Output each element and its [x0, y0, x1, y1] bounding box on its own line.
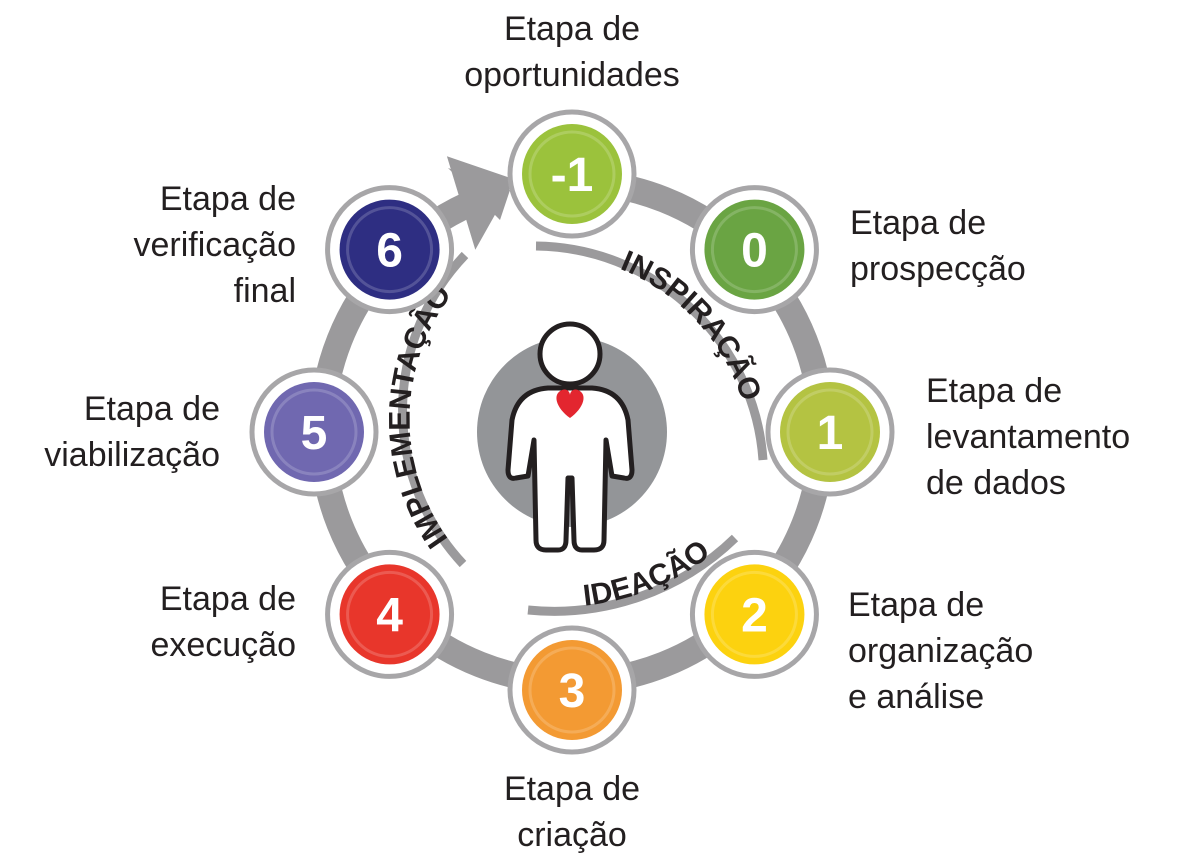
stage-label-1: Etapa de levantamento de dados	[926, 368, 1176, 506]
stage-label-line: verificação	[133, 226, 296, 264]
stage-number: 4	[376, 589, 403, 642]
stage-circles: -1 0 1 2 3 4 5 6	[249, 109, 895, 755]
center-figure	[477, 321, 667, 553]
stage-number: 6	[376, 225, 403, 278]
stage-label-line: Etapa de	[159, 180, 296, 218]
stage-circle-brush	[270, 388, 358, 476]
stage-label-4: Etapa de execução	[40, 576, 296, 668]
stage-label-2: Etapa de organização e análise	[848, 582, 1098, 720]
stage-label-line: Etapa de	[926, 372, 1063, 410]
stage-circle-fill	[339, 564, 440, 665]
stage-circle-brush	[346, 570, 434, 658]
stage-circle-0: 0	[689, 185, 819, 315]
phase-label-implementacao: IMPLEMENTAÇÃO	[384, 279, 458, 554]
stage-label-5: Etapa de viabilização	[10, 386, 220, 478]
stage-circle-6: 6	[325, 185, 455, 315]
stage-circle-fill	[704, 564, 805, 665]
stage-circle-4: 4	[325, 549, 455, 679]
stage-circle-1: 1	[765, 367, 895, 497]
stage-number: 0	[741, 225, 768, 278]
stage-circle-brush	[528, 646, 616, 734]
stage-circle-fill	[522, 124, 622, 224]
person-icon	[505, 321, 635, 553]
heart-icon	[556, 389, 584, 418]
stage-number: -1	[551, 149, 594, 202]
stage-number: 5	[301, 407, 328, 460]
cycle-arrowhead	[446, 156, 515, 250]
stage-label-line: criação	[517, 816, 627, 854]
stage-circle-fill	[704, 199, 805, 300]
stage-circle--1: -1	[507, 109, 637, 239]
stage-circle-fill	[522, 640, 622, 740]
stage-circle-brush	[710, 206, 798, 294]
stage-circle-5: 5	[249, 367, 379, 497]
stage-label--1: Etapa de oportunidades	[440, 6, 704, 98]
stage-label-line: execução	[150, 626, 296, 664]
stage-circle-2: 2	[689, 549, 819, 679]
stage-number: 1	[817, 407, 844, 460]
stage-circle-brush	[710, 570, 798, 658]
stage-circle-3: 3	[507, 625, 637, 755]
stage-label-line: Etapa de	[83, 390, 220, 428]
stage-label-line: Etapa de	[503, 10, 641, 48]
stage-circle-fill	[264, 382, 364, 482]
stage-label-line: Etapa de	[848, 586, 985, 624]
stage-label-line: Etapa de	[159, 580, 296, 618]
stage-circle-brush	[346, 206, 434, 294]
stage-circle-fill	[780, 382, 880, 482]
stage-label-line: oportunidades	[464, 56, 680, 94]
stage-label-line: Etapa de	[850, 204, 987, 242]
stage-label-line: final	[233, 272, 296, 310]
stage-label-line: Etapa de	[503, 770, 641, 808]
stage-label-line: levantamento	[926, 418, 1131, 456]
stage-label-line: viabilização	[44, 436, 220, 474]
stage-circle-fill	[339, 199, 440, 300]
stage-label-0: Etapa de prospecção	[850, 200, 1110, 292]
stage-number: 2	[741, 589, 768, 642]
stage-label-line: prospecção	[850, 250, 1026, 288]
stage-label-3: Etapa de criação	[460, 766, 684, 858]
stage-circle-brush	[786, 388, 874, 476]
stage-label-line: e análise	[848, 678, 985, 716]
stage-label-line: organização	[848, 632, 1034, 670]
stage-circle-brush	[528, 130, 616, 218]
stage-number: 3	[559, 665, 586, 718]
stage-label-6: Etapa de verificação final	[40, 176, 296, 314]
stage-label-line: de dados	[926, 464, 1066, 502]
